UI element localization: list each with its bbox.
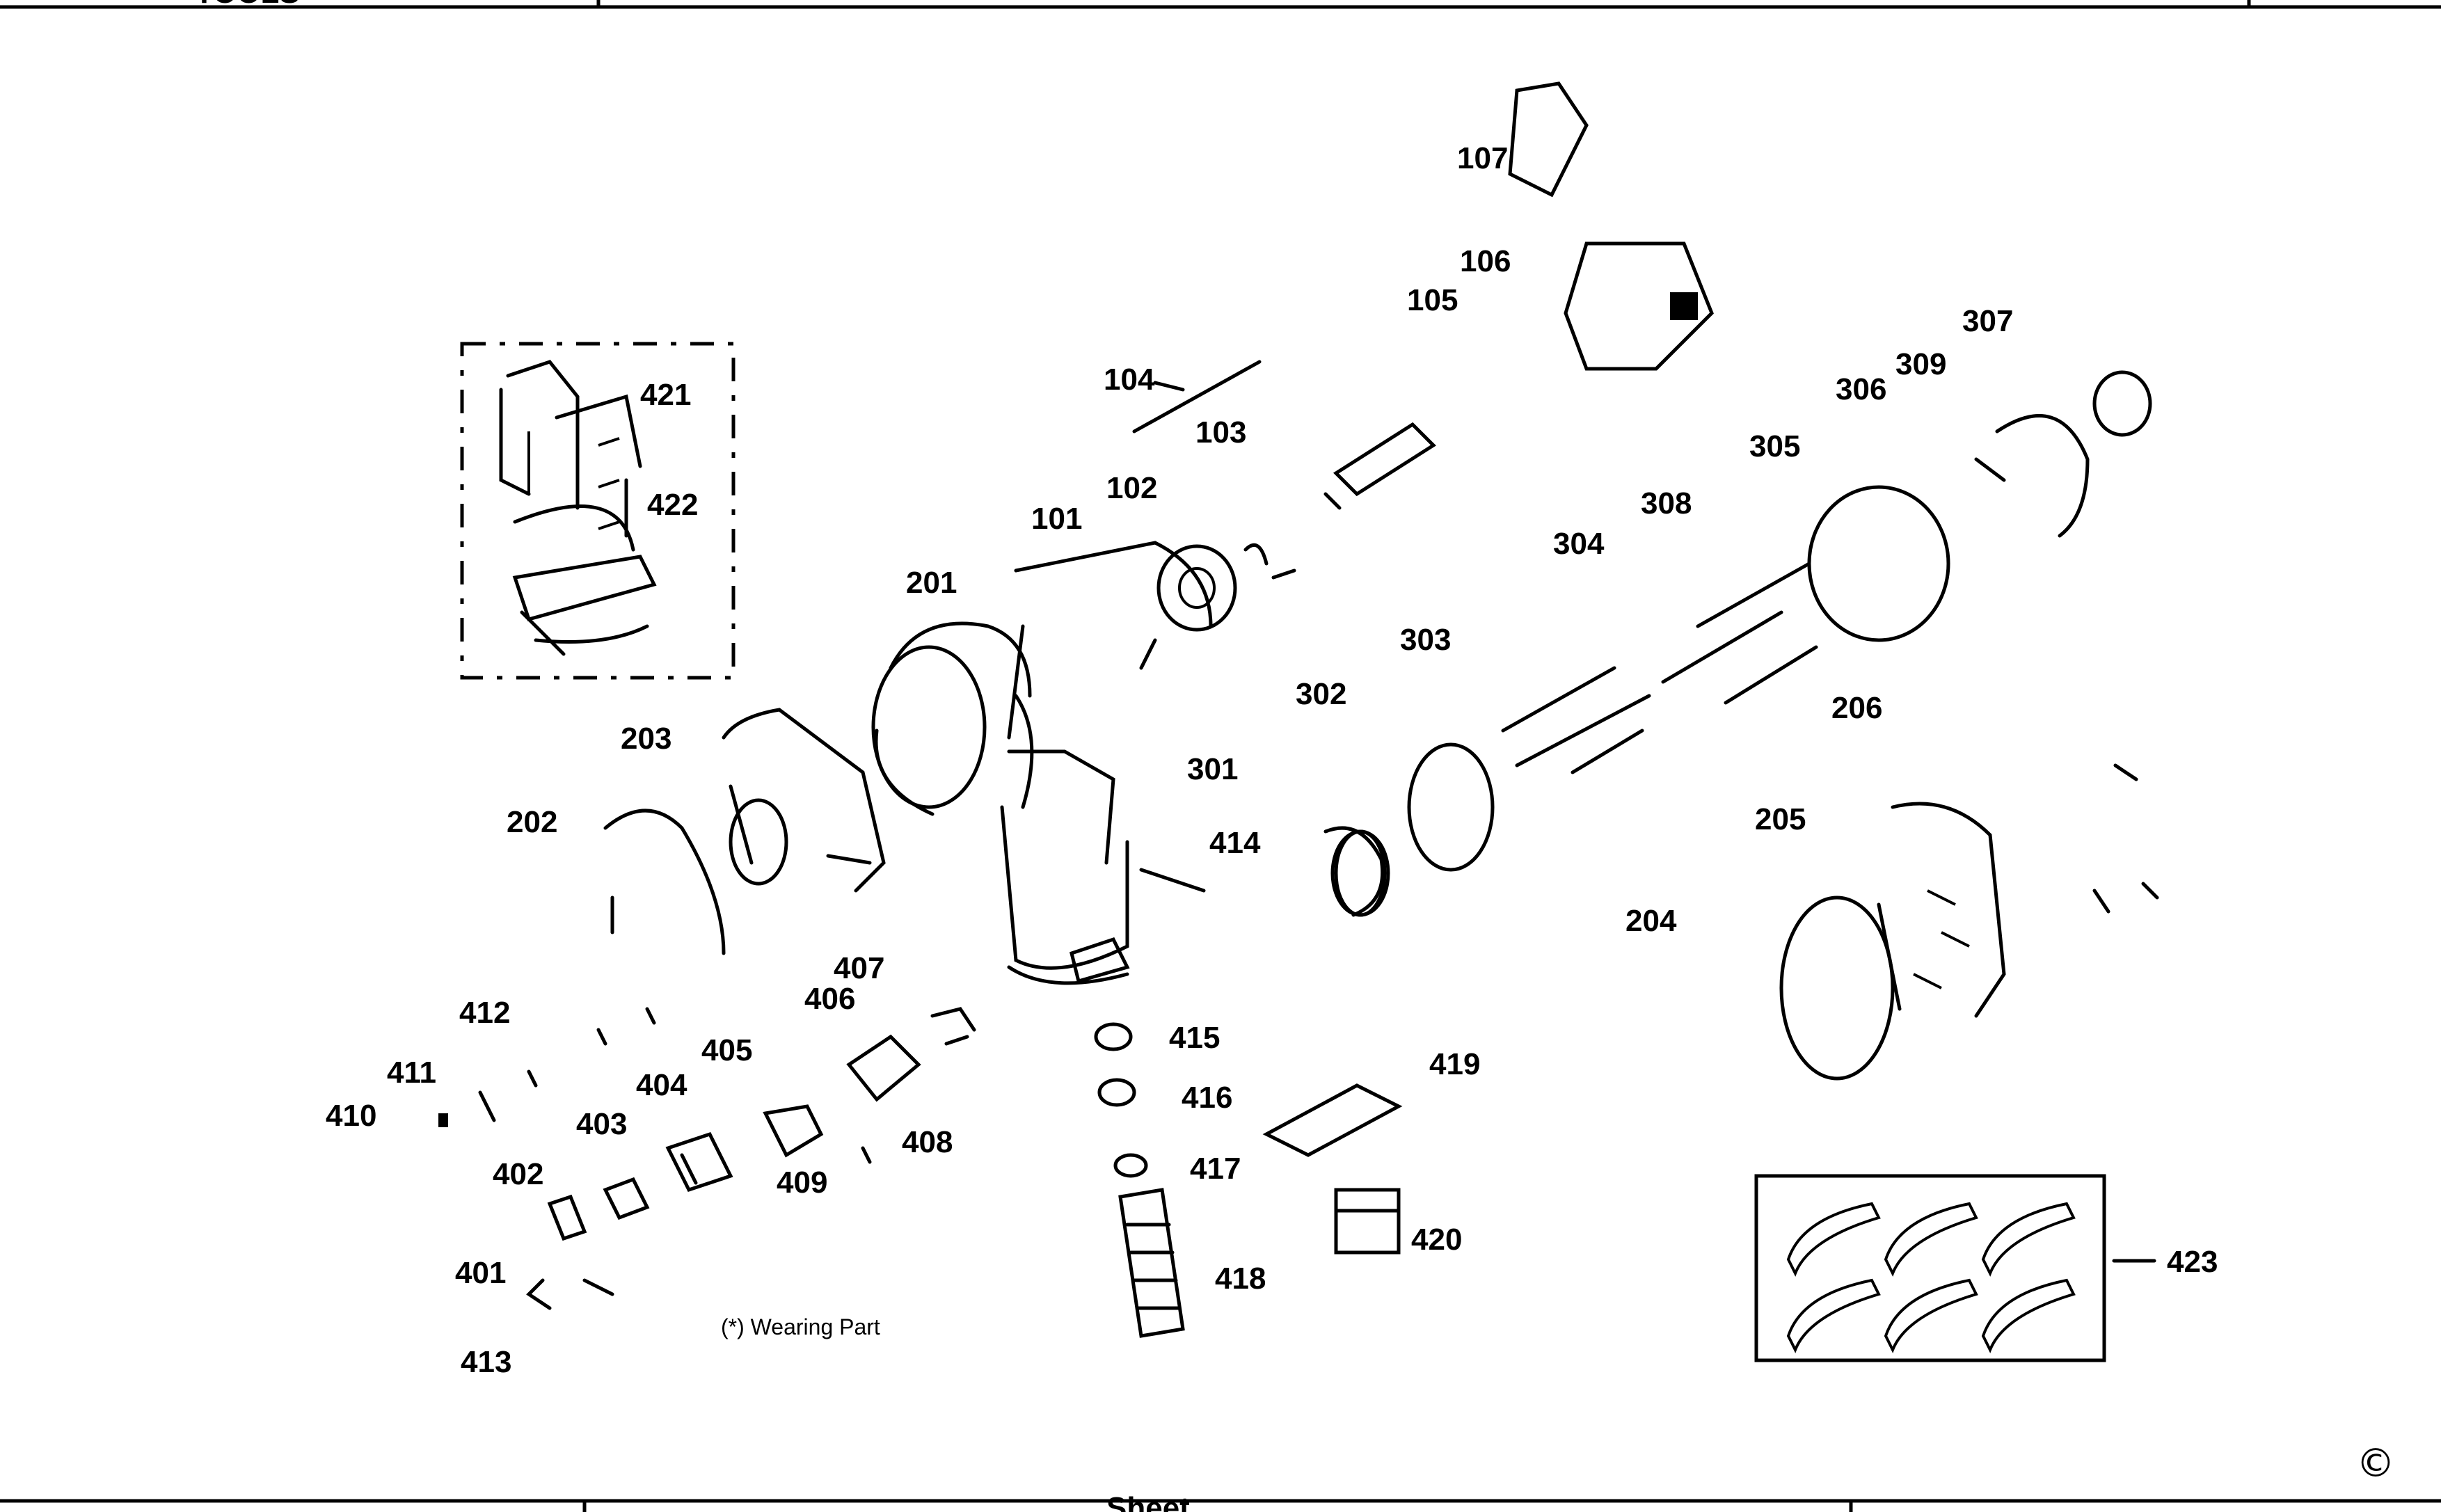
callout-409: 409 bbox=[777, 1165, 827, 1200]
callout-417: 417 bbox=[1190, 1152, 1241, 1186]
callout-415: 415 bbox=[1169, 1021, 1220, 1055]
callout-422: 422 bbox=[647, 488, 698, 522]
callout-412: 412 bbox=[459, 996, 510, 1030]
callout-206: 206 bbox=[1831, 691, 1882, 725]
callout-419: 419 bbox=[1429, 1047, 1480, 1081]
callout-201: 201 bbox=[906, 566, 957, 600]
callout-418: 418 bbox=[1215, 1262, 1266, 1296]
callout-203: 203 bbox=[621, 722, 671, 756]
gear-case bbox=[603, 708, 886, 955]
callout-402: 402 bbox=[493, 1157, 543, 1191]
callout-106: 106 bbox=[1460, 244, 1511, 278]
callout-414: 414 bbox=[1209, 826, 1261, 860]
callout-308: 308 bbox=[1641, 486, 1692, 520]
spindle-assembly bbox=[1132, 81, 1714, 632]
footer-frame: Sheet bbox=[0, 1491, 2441, 1512]
motor-housing bbox=[871, 541, 1213, 985]
callout-420: 420 bbox=[1411, 1223, 1462, 1257]
brake-pads-inset bbox=[1754, 1174, 2156, 1362]
callout-404: 404 bbox=[636, 1068, 687, 1102]
chuck-parts-row bbox=[438, 1007, 976, 1310]
callout-405: 405 bbox=[701, 1033, 752, 1067]
wearing-part-note: (*) Wearing Part bbox=[721, 1314, 880, 1339]
callout-104: 104 bbox=[1104, 363, 1155, 397]
header-logo: TOOLS bbox=[195, 0, 300, 10]
callout-306: 306 bbox=[1836, 372, 1886, 406]
callout-305: 305 bbox=[1749, 429, 1800, 463]
callout-301: 301 bbox=[1187, 752, 1238, 786]
callout-204: 204 bbox=[1625, 904, 1677, 938]
callout-107-label: 107 bbox=[1457, 141, 1508, 175]
callout-410: 410 bbox=[326, 1099, 376, 1133]
callout-101: 101 bbox=[1031, 502, 1082, 536]
callout-421: 421 bbox=[640, 378, 691, 412]
clutch-parts-column bbox=[1094, 829, 1403, 1338]
callout-413: 413 bbox=[461, 1345, 511, 1379]
header-frame: TOOLS bbox=[0, 0, 2441, 10]
callout-408: 408 bbox=[902, 1125, 953, 1159]
footer-title: Sheet bbox=[1106, 1491, 1190, 1512]
callout-309: 309 bbox=[1895, 347, 1946, 381]
copyright-symbol: © bbox=[2356, 1441, 2395, 1486]
callout-labels: 101 102 103 104 105 106 107 201 202 203 … bbox=[326, 141, 2218, 1379]
callout-105: 105 bbox=[1407, 283, 1458, 317]
callout-302: 302 bbox=[1296, 677, 1346, 711]
callout-407: 407 bbox=[834, 951, 884, 985]
callout-102: 102 bbox=[1106, 471, 1157, 505]
callout-401: 401 bbox=[455, 1256, 506, 1290]
callout-307: 307 bbox=[1962, 304, 2013, 338]
rear-housing bbox=[1779, 763, 2159, 1081]
callout-416: 416 bbox=[1182, 1081, 1232, 1115]
callout-411: 411 bbox=[387, 1056, 436, 1090]
callout-406: 406 bbox=[804, 982, 855, 1016]
callout-103: 103 bbox=[1195, 415, 1246, 449]
callout-423: 423 bbox=[2167, 1245, 2218, 1279]
callout-205: 205 bbox=[1755, 802, 1806, 836]
battery-pack-inset bbox=[460, 342, 736, 680]
callout-304: 304 bbox=[1553, 527, 1605, 561]
callout-403: 403 bbox=[576, 1107, 627, 1141]
armature-assembly bbox=[1323, 370, 2152, 917]
callout-303: 303 bbox=[1400, 623, 1451, 657]
callout-202: 202 bbox=[507, 805, 557, 839]
